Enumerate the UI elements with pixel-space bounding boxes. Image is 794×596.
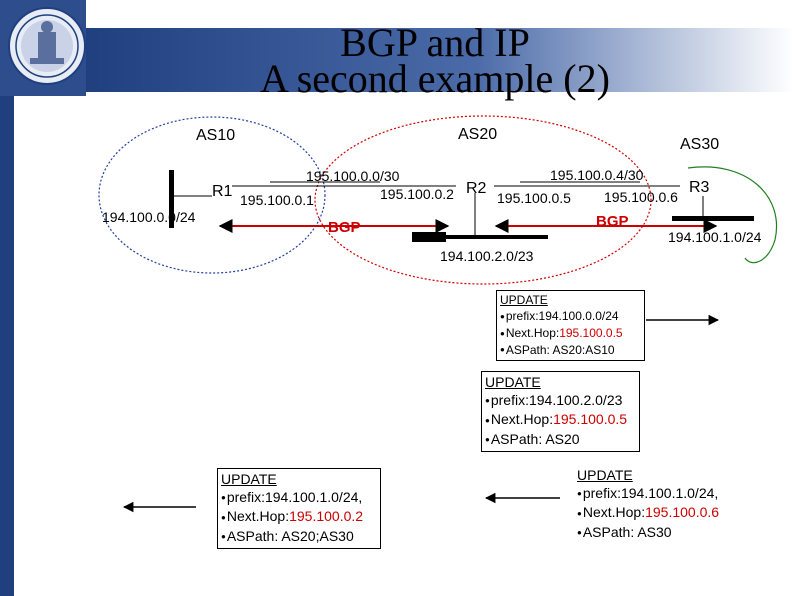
update-3-title: UPDATE [221,471,277,487]
update-4-nexthop-label: Next.Hop: [582,504,646,521]
update-message-3: UPDATE ●prefix:194.100.1.0/24, ●Next.Hop… [217,468,381,549]
university-seal-icon [0,0,86,96]
bgp-session-label-left: BGP [328,219,361,236]
update-2-prefix: 194.100.2.0/23 [528,392,623,408]
update-4-nexthop: 195.100.0.6 [645,504,720,521]
as10-network-bar [169,170,174,228]
as20-label: AS20 [458,126,498,143]
update-1-prefix: 194.100.0.0/24 [538,309,619,323]
update-1-nexthop-label: Next.Hop: [505,325,560,340]
r2-interface-ip-left: 195.100.0.2 [380,186,454,202]
update-2-nexthop: 195.100.0.5 [553,411,628,428]
r2-interface-ip-right: 195.100.0.5 [497,190,571,206]
update-message-2: UPDATE ●prefix:194.100.2.0/23 ●Next.Hop:… [481,371,640,452]
update-4-prefix: 194.100.1.0/24, [620,485,719,501]
as10-boundary [98,116,326,274]
update-3-prefix: 194.100.1.0/24, [264,489,363,505]
as20-boundary [314,115,652,285]
update-3-nexthop-label: Next.Hop: [226,508,290,525]
slide-title-line-2: A second example (2) [260,56,610,101]
update-4-aspath: AS30 [637,523,672,540]
update-1-aspath: AS20:AS10 [552,342,615,357]
update-2-nexthop-label: Next.Hop: [490,411,554,428]
router-r3: R3 [689,179,710,196]
update-4-title: UPDATE [577,467,633,483]
r1-interface-ip: 195.100.0.1 [240,192,314,208]
as30-boundary [687,166,778,264]
update-2-aspath: AS20 [545,430,580,447]
update-message-4: UPDATE ●prefix:194.100.1.0/24, ●Next.Hop… [573,464,742,545]
update-4-prefix-label: prefix: [582,485,621,501]
bgp-session-label-right: BGP [596,213,629,230]
update-1-title: UPDATE [500,293,548,307]
update-3-prefix-label: prefix: [226,489,265,505]
update-3-aspath: AS20;AS30 [281,527,354,544]
as10-label: AS10 [196,127,236,144]
update-2-aspath-label: ASPath: [490,430,543,447]
slide-title-line-1: BGP and IP [340,20,530,65]
link-left-subnet: 195.100.0.0/30 [306,168,400,184]
update-1-nexthop: 195.100.0.5 [559,325,623,340]
router-r1: R1 [212,183,233,200]
link-right-subnet: 195.100.0.4/30 [550,167,644,183]
router-r2: R2 [466,180,487,197]
as20-prefix: 194.100.2.0/23 [440,248,534,264]
update-2-prefix-label: prefix: [490,392,529,408]
update-3-aspath-label: ASPath: [226,527,279,544]
as30-prefix: 194.100.1.0/24 [668,229,762,245]
as30-network-bar [672,216,754,221]
r3-interface-ip: 195.100.0.6 [604,189,678,205]
update-4-aspath-label: ASPath: [582,523,635,540]
update-message-1: UPDATE ●prefix:194.100.0.0/24 ●Next.Hop:… [496,290,645,362]
update-1-aspath-label: ASPath: [505,342,550,357]
top-banner [84,28,794,92]
update-2-title: UPDATE [485,374,541,390]
left-accent-bar [0,0,14,596]
update-3-nexthop: 195.100.0.2 [289,508,364,525]
as20-network-bar [412,235,548,239]
as10-prefix: 194.100.0.0/24 [102,209,196,225]
as30-label: AS30 [680,136,720,153]
update-1-prefix-label: prefix: [505,309,539,323]
